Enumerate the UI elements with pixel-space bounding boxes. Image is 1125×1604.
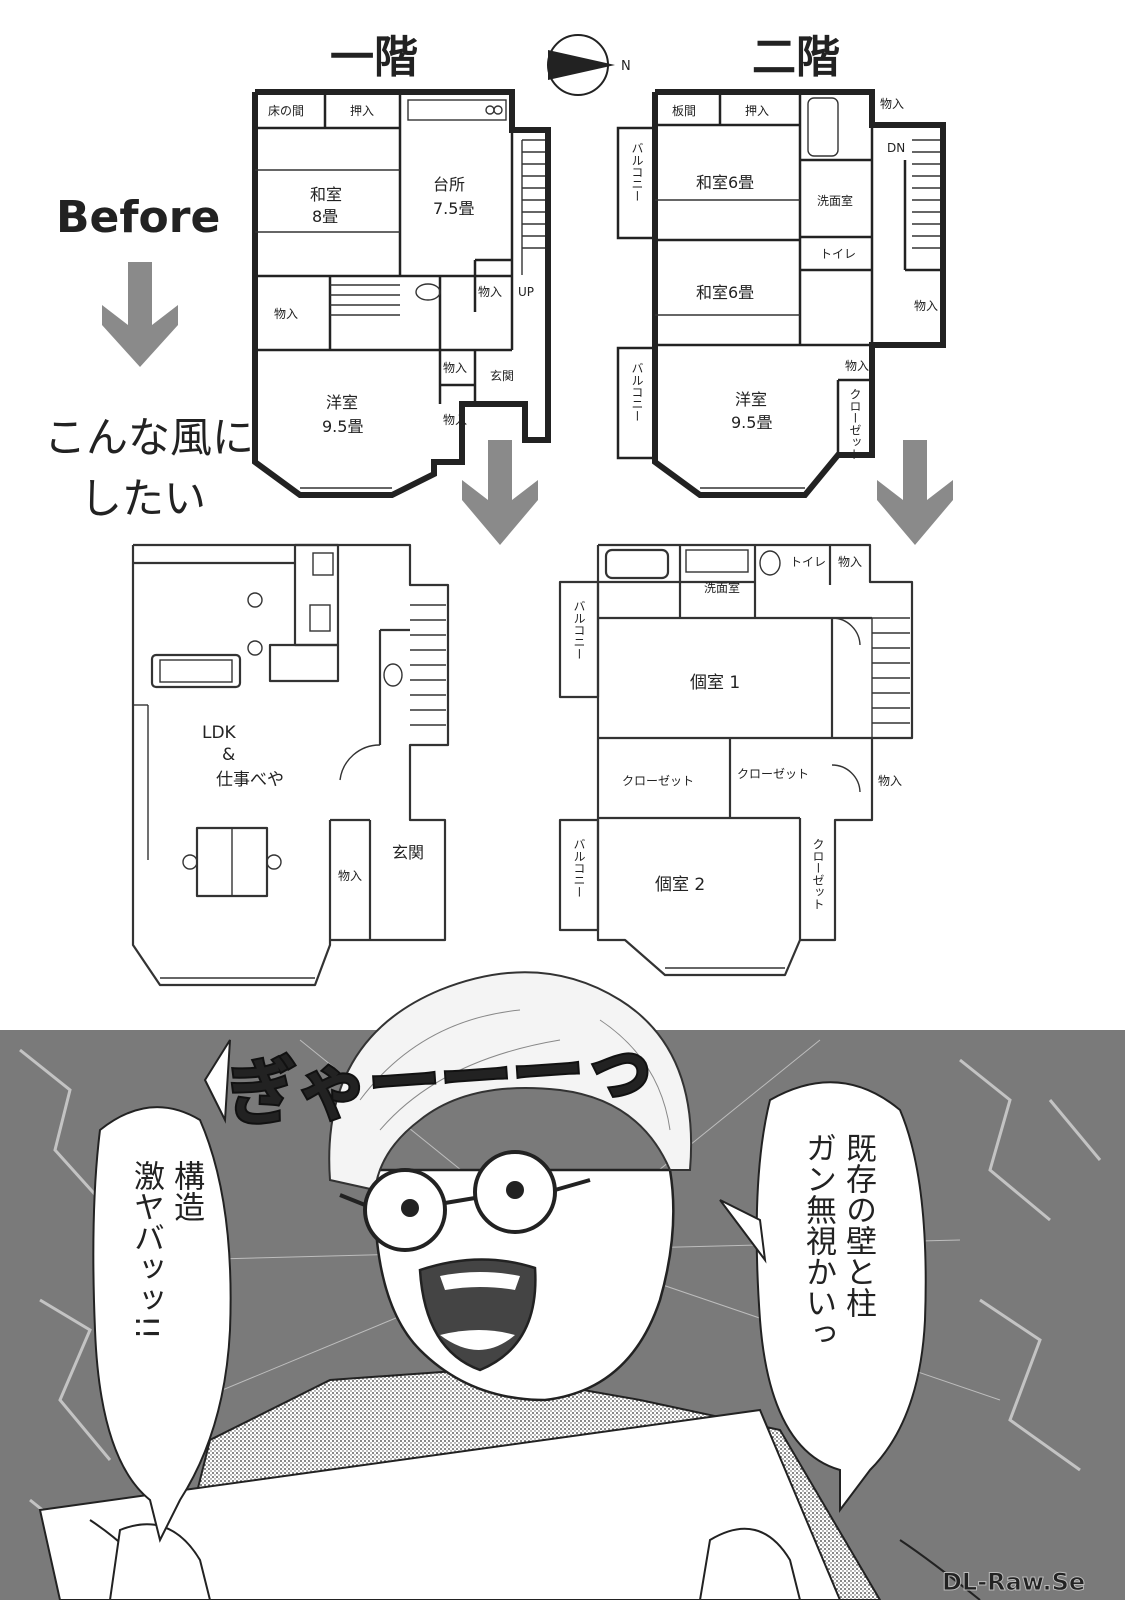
b2-itama: 板間 xyxy=(672,104,696,118)
a2-closet-b: クローゼット xyxy=(737,767,809,781)
b1-storage-a: 物入 xyxy=(274,307,298,321)
bubble-left-col1: 構造 xyxy=(168,1160,205,1222)
b2-closet: クローゼット xyxy=(848,388,862,460)
after-floor2-plan: トイレ 物入 洗面室 バルコニー バルコニー 個室 1 クローゼット クローゼッ… xyxy=(558,543,914,977)
b1-oshiire: 押入 xyxy=(350,104,374,118)
bubble-left-col2: 激ヤバッッ!! xyxy=(128,1160,164,1340)
wish-label-line1: こんな風に xyxy=(44,413,254,462)
b1-washitsu: 和室 xyxy=(310,185,342,204)
compass-north-label: N xyxy=(621,59,631,74)
b2-storage-top: 物入 xyxy=(880,97,904,111)
before-floor2-plan: 板間 押入 物入 DN バルコニー バルコニー 和室6畳 和室6畳 洗面室 トイ… xyxy=(616,89,946,498)
a2-storage-right: 物入 xyxy=(878,774,902,788)
b1-tokonoma: 床の間 xyxy=(268,104,304,118)
a2-closet-c: クローゼット xyxy=(811,838,825,910)
before-label: Before xyxy=(56,192,220,243)
b2-balcony-a: バルコニー xyxy=(630,142,644,202)
b2-senmen: 洗面室 xyxy=(817,193,853,208)
comic-panel: ぎゃーーーっ 既存の壁と柱 ガン無視かいっ 構造 激ヤバッッ!! DL-Raw.… xyxy=(0,971,1125,1601)
a2-senmen: 洗面室 xyxy=(704,580,740,595)
b2-dn: DN xyxy=(887,141,905,155)
left-hand xyxy=(108,1523,212,1601)
b1-storage-b: 物入 xyxy=(478,285,502,299)
floor2-heading: 二階 xyxy=(752,32,840,83)
b1-storage-d: 物入 xyxy=(443,413,467,427)
b1-kitchen-size: 7.5畳 xyxy=(433,199,474,218)
a1-storage: 物入 xyxy=(338,869,362,883)
b1-kitchen: 台所 xyxy=(433,175,465,194)
a2-balcony-b: バルコニー xyxy=(572,838,586,898)
b1-youshitsu: 洋室 xyxy=(326,393,358,412)
arrow-down-middle-icon xyxy=(462,440,538,545)
arrow-down-left-icon xyxy=(102,262,178,367)
a1-workroom: 仕事べや xyxy=(216,770,284,790)
speech-bubble-left xyxy=(92,1106,232,1543)
b1-youshitsu-size: 9.5畳 xyxy=(322,417,363,436)
b2-toilet: トイレ xyxy=(820,247,856,261)
right-hand xyxy=(698,1527,802,1601)
speech-bubble-right xyxy=(755,1081,927,1513)
wish-label-line2: したい xyxy=(80,474,206,523)
after-floor1-plan: LDK & 仕事べや 玄関 物入 xyxy=(131,543,450,987)
arrow-down-right-icon xyxy=(877,440,953,545)
a1-genkan: 玄関 xyxy=(392,843,424,862)
left-eye xyxy=(401,1199,419,1217)
a1-ldk: LDK xyxy=(202,723,237,743)
b2-storage-right: 物入 xyxy=(914,299,938,313)
watermark: DL-Raw.Se xyxy=(942,1568,1085,1596)
floor1-heading: 一階 xyxy=(330,32,418,83)
bubble-right-col1: 既存の壁と柱 xyxy=(840,1132,877,1318)
b2-youshitsu: 洋室 xyxy=(735,390,767,409)
a2-balcony-a: バルコニー xyxy=(572,600,586,660)
b1-genkan: 玄関 xyxy=(490,368,514,383)
b1-storage-c: 物入 xyxy=(443,361,467,375)
a2-storage-top: 物入 xyxy=(838,555,862,569)
b2-balcony-b: バルコニー xyxy=(630,362,644,422)
before-floor1-plan: 床の間 押入 和室 8畳 台所 7.5畳 物入 物入 物入 物入 UP 玄関 洋… xyxy=(252,89,551,498)
compass-icon: N xyxy=(547,34,631,96)
b1-up: UP xyxy=(518,285,534,299)
b2-storage-mid: 物入 xyxy=(845,359,869,373)
a2-room1: 個室 1 xyxy=(690,673,740,693)
a1-and: & xyxy=(222,745,235,765)
a2-closet-a: クローゼット xyxy=(622,774,694,788)
b1-washitsu-size: 8畳 xyxy=(312,207,338,226)
b2-washitsu-b: 和室6畳 xyxy=(696,283,754,302)
b2-youshitsu-size: 9.5畳 xyxy=(731,413,772,432)
b2-washitsu-a: 和室6畳 xyxy=(696,173,754,192)
a2-room2: 個室 2 xyxy=(655,875,705,895)
a2-toilet: トイレ xyxy=(790,555,826,569)
bubble-right-col2: ガン無視かいっ xyxy=(800,1132,837,1349)
character-hair xyxy=(328,971,693,1192)
b2-oshiire: 押入 xyxy=(745,104,769,118)
right-eye xyxy=(506,1181,524,1199)
